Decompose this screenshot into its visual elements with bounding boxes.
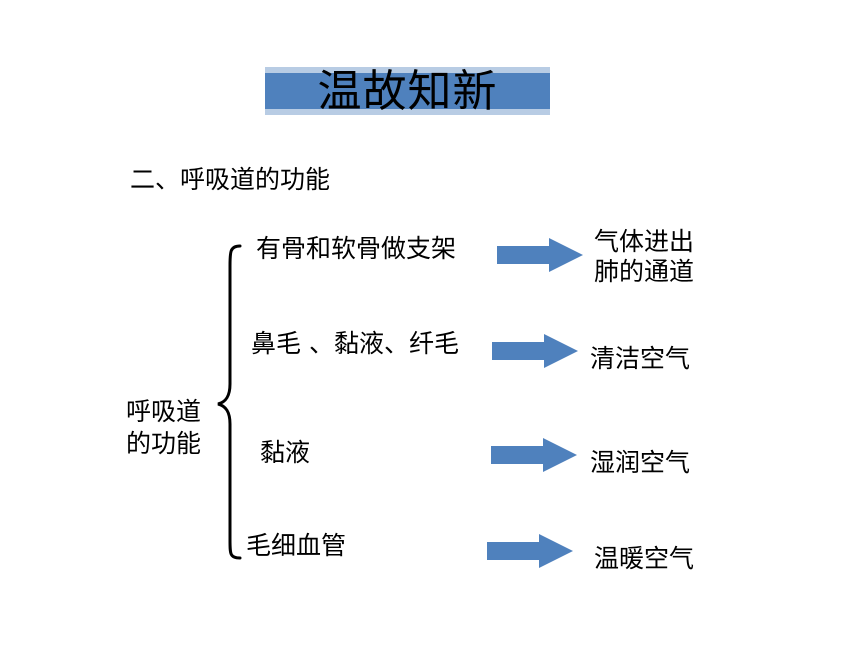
structure-label-1: 有骨和软骨做支架: [256, 234, 457, 263]
function-label-3: 湿润空气: [590, 448, 691, 477]
root-label-line2: 的功能: [126, 429, 202, 458]
right-arrow-icon: [497, 238, 583, 272]
title-banner: 温故知新: [265, 66, 550, 117]
title-banner-band: [265, 73, 550, 109]
right-arrow-icon: [491, 438, 577, 472]
page-title: 温故知新: [317, 66, 498, 117]
root-label-line1: 呼吸道: [126, 397, 202, 426]
function-label-1-line1: 气体进出: [594, 227, 695, 256]
root-label: 呼吸道 的功能: [126, 396, 201, 460]
section-heading: 二、呼吸道的功能: [130, 165, 331, 194]
function-label-1-line2: 肺的通道: [594, 257, 695, 286]
right-arrow-icon: [492, 334, 578, 368]
structure-label-3: 黏液: [260, 438, 311, 467]
brace-icon: [217, 244, 242, 560]
function-label-1: 气体进出 肺的通道: [594, 227, 694, 287]
structure-label-2: 鼻毛 、黏液、纤毛: [251, 329, 459, 358]
right-arrow-icon: [487, 534, 573, 568]
structure-label-4: 毛细血管: [246, 531, 347, 560]
function-label-4: 温暖空气: [594, 544, 695, 573]
function-label-2: 清洁空气: [590, 344, 691, 373]
